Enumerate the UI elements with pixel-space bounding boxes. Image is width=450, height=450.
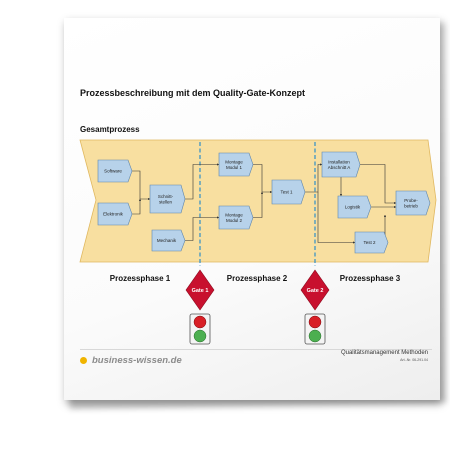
document-title: Prozessbeschreibung mit dem Quality-Gate… [80, 88, 306, 98]
document-sheet [64, 18, 440, 400]
dot-icon [80, 357, 87, 364]
brand-logo: business-wissen.de [80, 355, 182, 366]
footer-title: Qualitätsmanagement Methoden [340, 350, 428, 356]
diagram-subtitle: Gesamtprozess [80, 125, 140, 134]
article-number: Art.-Nr. 06-291.04 [400, 358, 428, 362]
brand-name: business-wissen.de [92, 355, 182, 366]
footer-divider [80, 349, 432, 350]
